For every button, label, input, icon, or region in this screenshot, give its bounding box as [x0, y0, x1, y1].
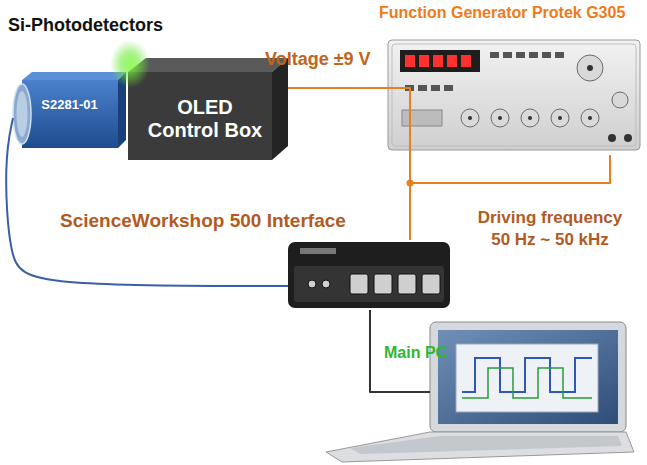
diagram-title: Si-Photodetectors [8, 14, 163, 37]
oled-box-illustration [110, 40, 288, 160]
main-pc: Main PC [430, 322, 628, 432]
photodetector-illustration [13, 72, 126, 148]
wire-connector [410, 155, 610, 240]
photodetector-box: S2281-01 [13, 72, 126, 148]
function-generator: Function Generator Protek G305 [385, 37, 643, 155]
function-generator-illustration [388, 40, 640, 150]
box-label: OLED Control Box [144, 96, 266, 142]
part-label: S2281-01 [21, 98, 118, 113]
interface-illustration [288, 242, 450, 308]
wire-connector [6, 118, 288, 286]
device-label: Main PC [384, 344, 447, 362]
frequency-label: Driving frequency 50 Hz ~ 50 kHz [466, 207, 634, 251]
wire-connector [288, 88, 610, 183]
interface-unit: ScienceWorkshop 500 Interface [288, 240, 450, 310]
control-box: OLED Control Box [128, 58, 288, 160]
device-heading: Function Generator Protek G305 [379, 4, 625, 22]
device-heading: ScienceWorkshop 500 Interface [60, 210, 346, 232]
voltage-label: Voltage ±9 V [265, 48, 371, 71]
